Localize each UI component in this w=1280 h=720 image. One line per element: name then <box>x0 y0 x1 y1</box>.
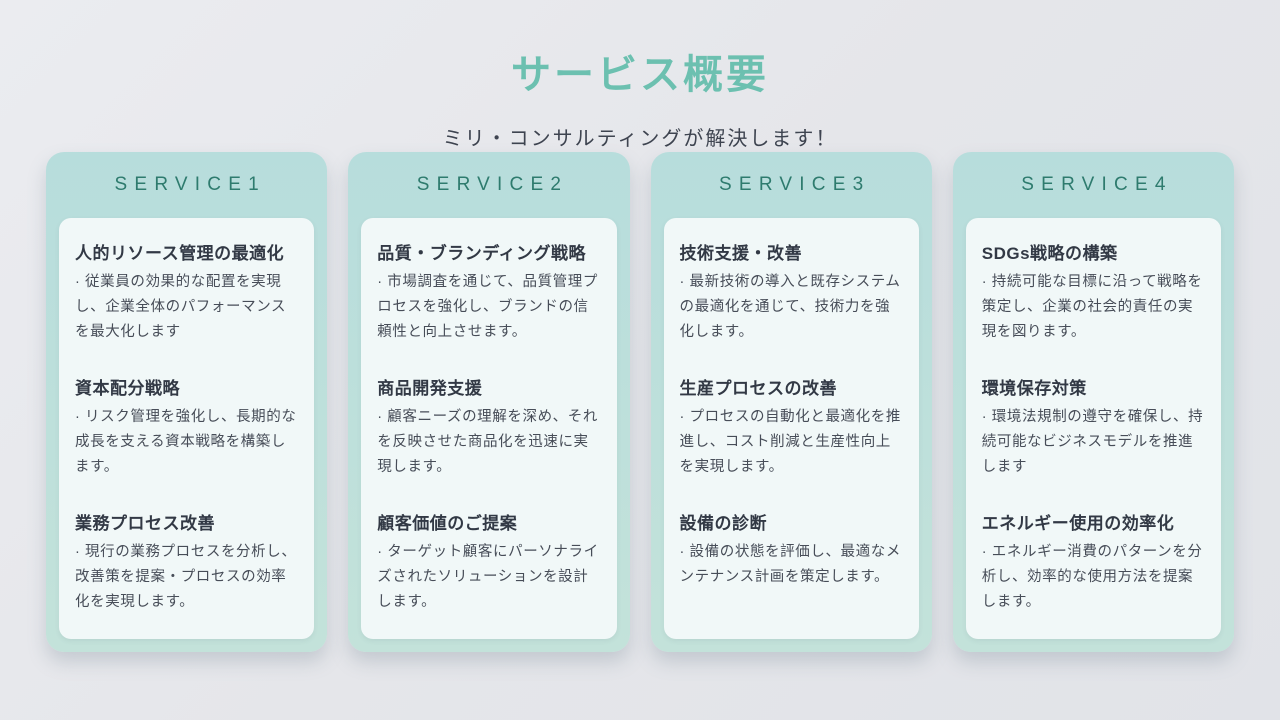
section-text: · 環境法規制の遵守を確保し、持続可能なビジネスモデルを推進します <box>981 409 1204 475</box>
service-section: 品質・ブランディング戦略 · 市場調査を通じて、品質管理プロセスを強化し、ブラン… <box>377 239 601 345</box>
service-card-2-body: 品質・ブランディング戦略 · 市場調査を通じて、品質管理プロセスを強化し、ブラン… <box>361 218 617 639</box>
service-section: 設備の診断 · 設備の状態を評価し、最適なメンテナンス計画を策定します。 <box>680 509 904 590</box>
page-title: サービス概要 <box>511 53 769 97</box>
section-title: 業務プロセス改善 <box>75 514 215 533</box>
section-title: SDGs戦略の構築 <box>981 244 1118 263</box>
section-title: 生産プロセスの改善 <box>679 379 837 398</box>
service-cards-row: SERVICE1 人的リソース管理の最適化 · 従業員の効果的な配置を実現し、企… <box>46 152 1234 652</box>
service-section: 環境保存対策 · 環境法規制の遵守を確保し、持続可能なビジネスモデルを推進します <box>982 374 1206 480</box>
section-title: 資本配分戦略 <box>75 379 180 398</box>
section-title: 技術支援・改善 <box>679 244 802 263</box>
service-section: 業務プロセス改善 · 現行の業務プロセスを分析し、改善策を提案・プロセスの効率化… <box>75 509 299 615</box>
service-card-4-body: SDGs戦略の構築 · 持続可能な目標に沿って戦略を策定し、企業の社会的責任の実… <box>965 218 1221 639</box>
service-section: 人的リソース管理の最適化 · 従業員の効果的な配置を実現し、企業全体のパフォーマ… <box>75 239 299 345</box>
service-card-2: SERVICE2 品質・ブランディング戦略 · 市場調査を通じて、品質管理プロセ… <box>348 152 630 652</box>
section-text: · 現行の業務プロセスを分析し、改善策を提案・プロセスの効率化を実現します。 <box>75 544 297 610</box>
service-card-4-header: SERVICE4 <box>1021 174 1173 195</box>
service-section: 商品開発支援 · 顧客ニーズの理解を深め、それを反映させた商品化を迅速に実現しま… <box>377 374 601 480</box>
section-text: · プロセスの自動化と最適化を推進し、コスト削減と生産性向上を実現します。 <box>679 409 901 475</box>
service-card-1-header: SERVICE1 <box>114 174 266 195</box>
page-subtitle: ミリ・コンサルティングが解決します！ <box>442 128 838 150</box>
section-text: · 市場調査を通じて、品質管理プロセスを強化し、ブランドの信頼性と向上させます。 <box>377 274 598 340</box>
section-title: 設備の診断 <box>679 514 767 533</box>
service-card-3-header: SERVICE3 <box>719 174 871 195</box>
section-text: · リスク管理を強化し、長期的な成長を支える資本戦略を構築します。 <box>75 409 297 475</box>
section-title: 顧客価値のご提案 <box>377 514 518 533</box>
section-title: 環境保存対策 <box>981 379 1087 398</box>
service-card-4: SERVICE4 SDGs戦略の構築 · 持続可能な目標に沿って戦略を策定し、企… <box>952 152 1234 652</box>
section-text: · 設備の状態を評価し、最適なメンテナンス計画を策定します。 <box>679 544 901 585</box>
service-section: 顧客価値のご提案 · ターゲット顧客にパーソナライズされたソリューションを設計し… <box>377 509 601 615</box>
service-section: 資本配分戦略 · リスク管理を強化し、長期的な成長を支える資本戦略を構築します。 <box>75 374 299 480</box>
section-text: · 従業員の効果的な配置を実現し、企業全体のパフォーマンスを最大化します <box>75 274 287 340</box>
section-title: 商品開発支援 <box>377 379 483 398</box>
service-card-1-body: 人的リソース管理の最適化 · 従業員の効果的な配置を実現し、企業全体のパフォーマ… <box>59 218 315 639</box>
section-text: · ターゲット顧客にパーソナライズされたソリューションを設計します。 <box>377 544 599 610</box>
service-section: SDGs戦略の構築 · 持続可能な目標に沿って戦略を策定し、企業の社会的責任の実… <box>982 239 1206 345</box>
section-title: 人的リソース管理の最適化 <box>75 244 285 263</box>
section-text: · 顧客ニーズの理解を深め、それを反映させた商品化を迅速に実現します。 <box>377 409 598 475</box>
section-text: · 持続可能な目標に沿って戦略を策定し、企業の社会的責任の実現を図ります。 <box>981 274 1203 340</box>
section-text: · 最新技術の導入と既存システムの最適化を通じて、技術力を強化します。 <box>679 274 901 340</box>
service-section: 生産プロセスの改善 · プロセスの自動化と最適化を推進し、コスト削減と生産性向上… <box>680 374 904 480</box>
service-section: 技術支援・改善 · 最新技術の導入と既存システムの最適化を通じて、技術力を強化し… <box>680 239 904 345</box>
service-section: エネルギー使用の効率化 · エネルギー消費のパターンを分析し、効率的な使用方法を… <box>982 509 1206 615</box>
service-card-2-header: SERVICE2 <box>416 174 569 195</box>
service-card-1: SERVICE1 人的リソース管理の最適化 · 従業員の効果的な配置を実現し、企… <box>46 152 328 652</box>
service-card-3: SERVICE3 技術支援・改善 · 最新技術の導入と既存システムの最適化を通じ… <box>650 152 932 652</box>
section-title: エネルギー使用の効率化 <box>981 514 1175 533</box>
section-text: · エネルギー消費のパターンを分析し、効率的な使用方法を提案します。 <box>981 544 1203 610</box>
service-card-3-body: 技術支援・改善 · 最新技術の導入と既存システムの最適化を通じて、技術力を強化し… <box>663 218 919 639</box>
section-title: 品質・ブランディング戦略 <box>377 244 587 263</box>
